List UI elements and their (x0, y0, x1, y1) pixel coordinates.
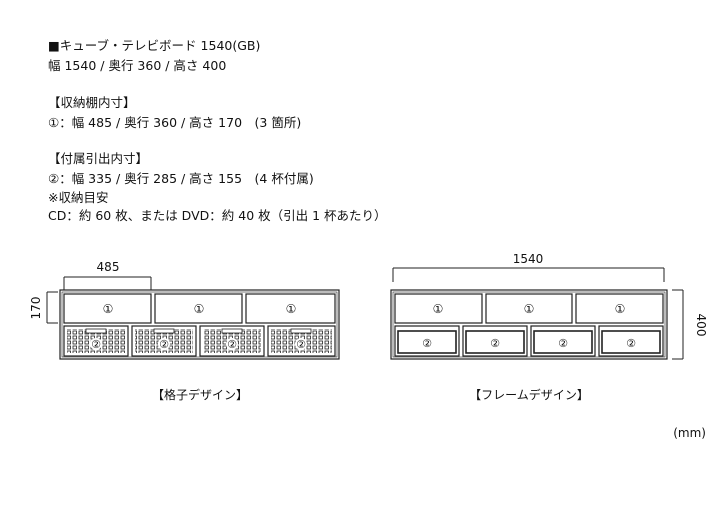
storage-text: CD：約 60 枚、または DVD：約 40 枚（引出 1 杯あたり） (48, 208, 387, 223)
shelf-compartment (394, 293, 483, 324)
frame-drawer: ② (530, 325, 596, 357)
dim-height-label: 170 (29, 297, 43, 320)
cabinet-outline (390, 289, 668, 360)
drawer-label: ② (626, 337, 636, 350)
drawer-heading: 【付属引出内寸】 (48, 151, 149, 166)
frame-drawer: ② (394, 325, 460, 357)
shelf-compartment (63, 293, 152, 324)
drawer-label: ② (296, 338, 306, 351)
shelf-label: ① (103, 302, 114, 316)
shelf-label: ① (433, 302, 444, 316)
drawer-handle (85, 328, 107, 334)
drawer-label: ② (422, 337, 432, 350)
cabinet-outline (59, 289, 340, 360)
product-title: ■キューブ・テレビボード 1540(GB) (48, 38, 261, 53)
drawer-label: ② (227, 338, 237, 351)
frame-design-caption: 【フレームデザイン】 (469, 387, 589, 402)
lattice-drawer: ② (267, 325, 336, 357)
height-dimension: 170 (29, 291, 58, 324)
drawer-label: ② (91, 338, 101, 351)
width-dimension: 1540 (392, 252, 665, 282)
drawer-label: ② (558, 337, 568, 350)
storage-heading: ※収納目安 (48, 190, 109, 205)
drawer-handle (221, 328, 243, 334)
shelf-label: ① (286, 302, 297, 316)
shelf-label: ① (524, 302, 535, 316)
drawer-handle (290, 328, 312, 334)
lattice-design-caption: 【格子デザイン】 (152, 387, 248, 402)
drawer-label: ② (490, 337, 500, 350)
shelf-compartment (485, 293, 573, 324)
frame-drawer: ② (462, 325, 528, 357)
shelf-label: ① (194, 302, 205, 316)
shelf-compartment (575, 293, 664, 324)
frame-drawer: ② (598, 325, 664, 357)
drawer-label: ② (159, 338, 169, 351)
product-size: 幅 1540 / 奥行 360 / 高さ 400 (48, 58, 227, 73)
dim-height-label: 400 (694, 314, 708, 337)
lattice-drawer: ② (63, 325, 129, 357)
drawer-handle (153, 328, 175, 334)
shelf-label: ① (615, 302, 626, 316)
dim-width-label: 1540 (513, 252, 544, 266)
drawer-size: ②：幅 335 / 奥行 285 / 高さ 155 (4 杯付属) (48, 171, 314, 186)
unit-label: (mm) (673, 426, 706, 440)
height-dimension: 400 (672, 289, 708, 360)
lattice-drawer: ② (199, 325, 265, 357)
width-dimension: 485 (63, 260, 152, 290)
shelf-size: ①：幅 485 / 奥行 360 / 高さ 170 (3 箇所) (48, 115, 302, 130)
dim-width-label: 485 (97, 260, 120, 274)
lattice-drawer: ② (131, 325, 197, 357)
shelf-compartment (245, 293, 336, 324)
shelf-compartment (154, 293, 243, 324)
lattice-design-diagram: 485 170 ① ① ① ② ② (29, 260, 340, 402)
frame-design-diagram: 1540 400 ① ① ① ② ② ② (390, 252, 708, 402)
shelf-heading: 【収納棚内寸】 (48, 95, 136, 110)
